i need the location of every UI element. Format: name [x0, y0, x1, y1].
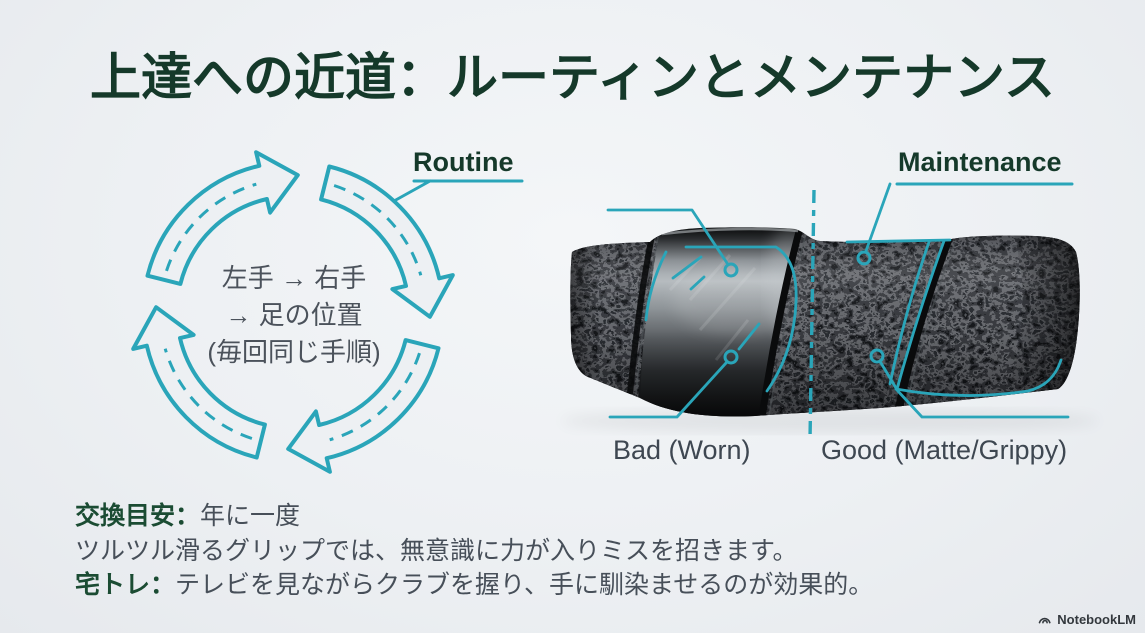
grip-seam-highlights — [635, 229, 957, 417]
grip-worn-section — [640, 227, 806, 417]
bad-grip-label: Bad (Worn) — [613, 435, 751, 465]
grip-shadow — [560, 409, 1100, 433]
note-lead-replacement: 交換目安： — [75, 502, 201, 530]
note-lead-hometraining: 宅トレ： — [75, 571, 176, 599]
grip-texture-left — [570, 228, 660, 412]
good-bottom-link — [879, 361, 898, 390]
good-top-marker — [856, 250, 872, 266]
bad-bottom-marker — [723, 349, 739, 365]
cycle-dashed-arc — [165, 182, 257, 272]
good-bottom-edge-trace — [894, 358, 1063, 397]
notebooklm-swirl-icon — [1038, 617, 1051, 624]
routine-label: Routine — [413, 147, 514, 177]
bad-good-divider-line — [808, 189, 816, 441]
worn-sheen-right — [766, 227, 814, 338]
notebooklm-label: NotebookLM — [1057, 612, 1136, 627]
good-grip-label: Good (Matte/Grippy) — [821, 435, 1068, 465]
notes-block: 交換目安：年に一度 ツルツル滑るグリップでは、無意識に力が入りミスを招きます。 … — [75, 499, 873, 603]
good-bottom-callout-line — [894, 387, 1070, 419]
good-top-edge-trace — [845, 238, 952, 244]
cycle-step-line-3: (毎回同じ手順) — [207, 337, 381, 367]
grip-texture-right — [764, 227, 1080, 417]
worn-top-rim — [661, 227, 799, 236]
routine-connector-line — [383, 179, 432, 208]
bad-top-callout-line — [606, 208, 729, 265]
note-line-replacement: 交換目安：年に一度 — [75, 499, 873, 534]
page-title: 上達への近道：ルーティンとメンテナンス — [90, 49, 1055, 106]
good-annotations — [845, 182, 1070, 419]
bad-seam-trace — [684, 245, 798, 393]
bad-scratch-mark-1 — [671, 255, 703, 280]
worn-sheen — [673, 264, 797, 336]
good-top-callout-line — [864, 182, 892, 253]
bad-bottom-tick — [737, 322, 761, 351]
note-text-slippery: ツルツル滑るグリップでは、無意識に力が入りミスを招きます。 — [75, 536, 798, 565]
grip-seams — [627, 227, 953, 417]
grip-photo — [560, 227, 1100, 433]
bad-scratch-mark-2 — [689, 275, 706, 291]
bad-top-marker — [723, 262, 739, 278]
note-line-hometraining: 宅トレ：テレビを見ながらクラブを握り、手に馴染ませるのが効果的。 — [75, 568, 873, 603]
notebooklm-branding: NotebookLM — [1037, 612, 1136, 627]
grip-end-shade — [1004, 228, 1080, 398]
good-seam-trace-2 — [888, 240, 931, 386]
note-text-hometraining: テレビを見ながらクラブを握り、手に馴染ませるのが効果的。 — [175, 571, 874, 599]
cycle-step-line-2: → 足の位置 — [225, 300, 363, 330]
cycle-center-text: 左手 → 右手 → 足の位置 (毎回同じ手順) — [176, 260, 412, 371]
good-seam-trace-1 — [895, 239, 946, 391]
grip-butt-shade — [570, 227, 600, 417]
label-underlines — [383, 179, 1074, 208]
bad-bottom-callout-line — [608, 361, 728, 419]
grip-shading — [570, 227, 1080, 417]
bad-annotations — [606, 208, 798, 419]
good-bottom-marker — [869, 348, 885, 364]
note-line-slippery: ツルツル滑るグリップでは、無意識に力が入りミスを招きます。 — [75, 534, 873, 569]
note-text-replacement: 年に一度 — [200, 502, 301, 530]
bad-left-seam-trace — [644, 250, 668, 322]
grip-body — [570, 227, 1080, 417]
worn-scratches — [668, 254, 757, 361]
cycle-step-line-1: 左手 → 右手 — [221, 263, 367, 293]
maintenance-label: Maintenance — [898, 147, 1062, 177]
